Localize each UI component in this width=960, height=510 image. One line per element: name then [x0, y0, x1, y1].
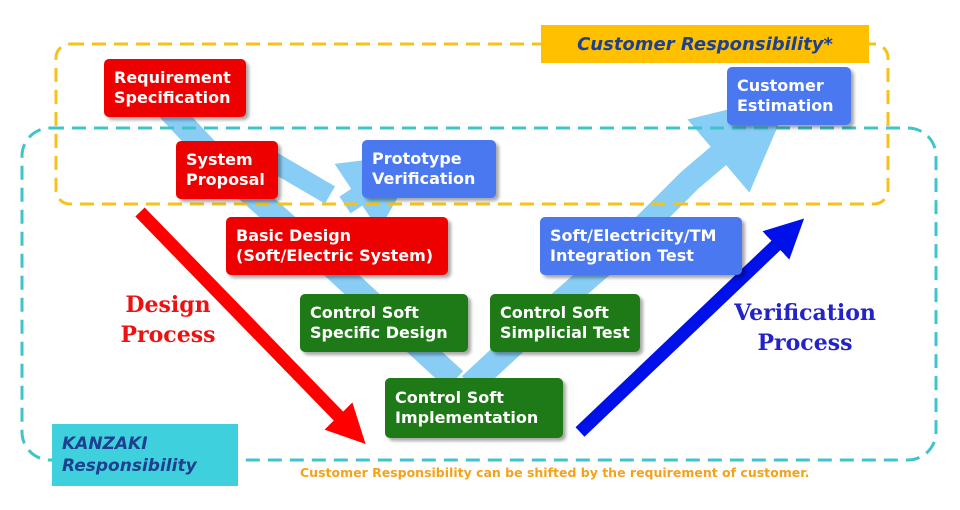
- kanzaki-label-line1: KANZAKI: [62, 434, 148, 454]
- step-line2: Implementation: [395, 408, 539, 427]
- verification-label-line2: Process: [757, 330, 853, 356]
- step-control-soft-specific-design: Control Soft Specific Design: [300, 294, 468, 352]
- step-line1: Basic Design: [236, 226, 352, 245]
- design-label-line2: Process: [120, 322, 216, 348]
- step-line1: Customer: [737, 76, 824, 95]
- step-requirement-specification: Requirement Specification: [104, 59, 246, 117]
- customer-responsibility-boundary: [54, 42, 890, 206]
- step-prototype-verification: Prototype Verification: [362, 140, 496, 198]
- verification-label-line1: Verification: [734, 300, 876, 326]
- step-control-soft-implementation: Control Soft Implementation: [385, 378, 563, 438]
- step-line2: Specification: [114, 88, 231, 107]
- step-line2: Simplicial Test: [500, 323, 630, 342]
- step-control-soft-simplicial-test: Control Soft Simplicial Test: [490, 294, 640, 352]
- kanzaki-responsibility-boundary: [20, 126, 938, 462]
- step-line2: (Soft/Electric System): [236, 246, 434, 265]
- step-line2: Integration Test: [550, 246, 694, 265]
- step-line1: Control Soft: [500, 303, 609, 322]
- kanzaki-responsibility-label: KANZAKI Responsibility: [52, 424, 238, 486]
- step-line1: Prototype: [372, 149, 462, 168]
- step-basic-design: Basic Design (Soft/Electric System): [226, 217, 448, 275]
- step-customer-estimation: Customer Estimation: [727, 67, 851, 125]
- design-label-line1: Design: [125, 292, 211, 318]
- verification-process-label: Verification Process: [720, 298, 890, 358]
- step-line1: Requirement: [114, 68, 231, 87]
- step-line1: Soft/Electricity/TM: [550, 226, 717, 245]
- customer-responsibility-label: Customer Responsibility*: [541, 25, 869, 63]
- verification-process-arrow: [575, 218, 805, 437]
- step-line2: Proposal: [186, 170, 265, 189]
- design-process-label: Design Process: [98, 290, 238, 350]
- kanzaki-label-line2: Responsibility: [62, 456, 197, 476]
- v-flow-inner-design-arrow: [264, 151, 336, 204]
- step-line1: System: [186, 150, 253, 169]
- step-line2: Verification: [372, 169, 476, 188]
- step-line2: Specific Design: [310, 323, 448, 342]
- design-process-arrow: [135, 207, 366, 444]
- step-line1: Control Soft: [395, 388, 504, 407]
- footnote: Customer Responsibility can be shifted b…: [300, 465, 810, 480]
- step-integration-test: Soft/Electricity/TM Integration Test: [540, 217, 742, 275]
- step-line1: Control Soft: [310, 303, 419, 322]
- step-line2: Estimation: [737, 96, 834, 115]
- step-system-proposal: System Proposal: [176, 141, 278, 199]
